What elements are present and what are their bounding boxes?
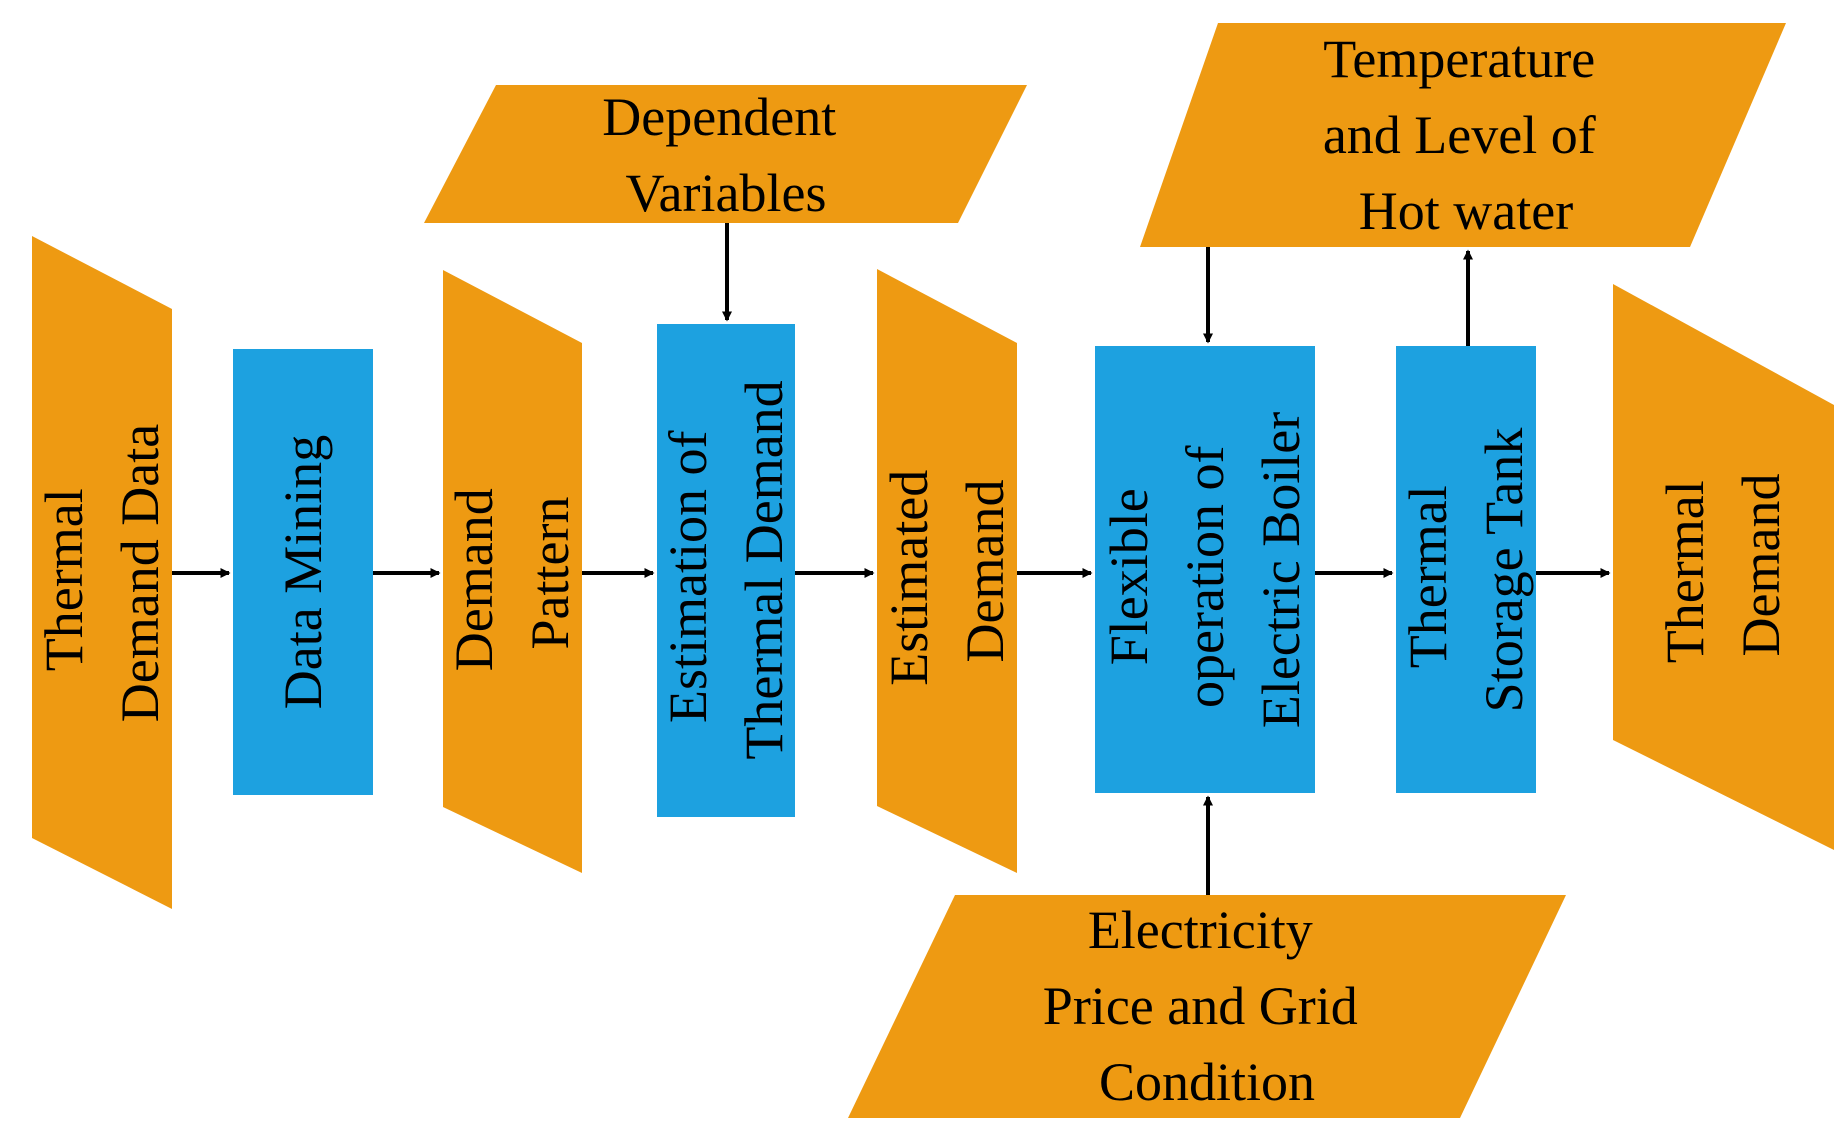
thermal-storage-process-box [1396,346,1536,793]
data-mining-label: Data Mining [273,435,333,709]
temperature-level-label: Temperature and Level of Hot water [1323,29,1609,241]
labels: Thermal Demand Data Data Mining Demand P… [34,29,1791,1112]
dependent-variables-label: Dependent Variables [602,87,849,223]
arrows [172,223,1611,895]
demand-pattern-output-shape [443,270,582,873]
data-mining-process-box [233,349,373,795]
estimated-demand-output-shape [877,269,1017,873]
thermal-demand-output-shape [1613,284,1834,850]
flexible-operation-label: Flexible operation of Electric Boiler [1099,412,1311,728]
flexible-operation-process-box [1095,346,1315,793]
thermal-demand-output-label: Thermal Demand [1655,467,1791,663]
thermal-demand-data-label: Thermal Demand Data [34,424,170,722]
thermal-storage-label: Thermal Storage Tank [1398,428,1534,713]
estimation-label: Estimation of Thermal Demand [658,380,794,759]
electricity-price-input-shape [848,895,1566,1118]
shapes [32,23,1834,1118]
thermal-demand-data-input-shape [32,236,172,909]
dependent-variables-input-shape [424,85,1027,223]
temperature-level-input-shape [1140,23,1786,247]
demand-pattern-label: Demand Pattern [444,475,580,671]
estimated-demand-label: Estimated Demand [879,456,1015,685]
estimation-process-box [657,324,795,817]
electricity-price-label: Electricity Price and Grid Condition [1043,900,1371,1112]
